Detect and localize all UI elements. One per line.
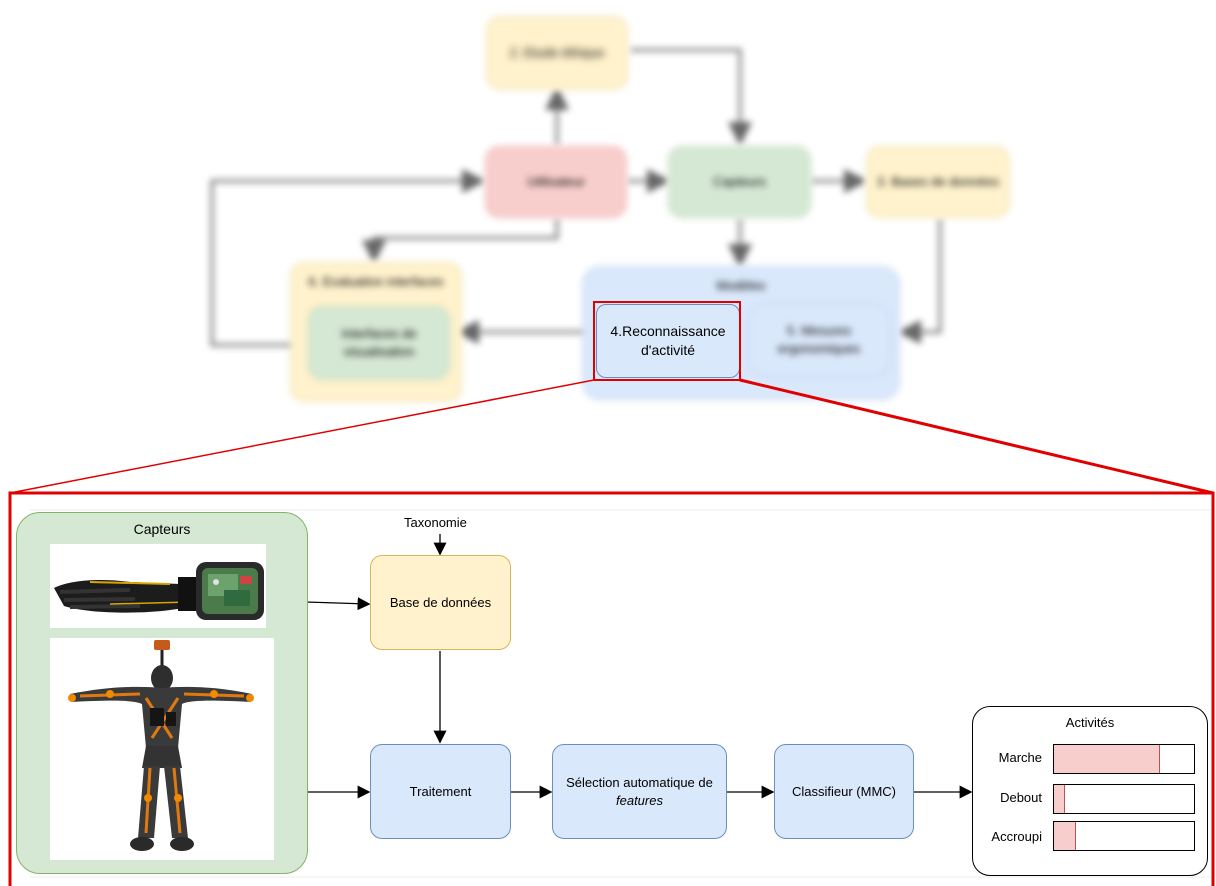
activity-fill-accroupi xyxy=(1054,822,1076,850)
interfaces-box: Interfaces de visualisation xyxy=(308,306,450,380)
zoom-line-right xyxy=(739,378,1214,495)
activity-recognition-box: 4.Reconnaissance d'activité xyxy=(596,304,740,378)
sensors-label: Capteurs xyxy=(713,174,766,190)
zoom-line-left xyxy=(9,379,595,494)
interface-eval-label: 6. Evaluation interfaces xyxy=(308,274,444,289)
feature-selection-box: Sélection automatique de features xyxy=(552,744,727,839)
classifier-box: Classifieur (MMC) xyxy=(774,744,914,839)
feature-selection-label: Sélection automatique de xyxy=(566,774,713,790)
glove-sensor-image xyxy=(50,544,266,628)
highlight-rect xyxy=(593,301,741,381)
processing-box: Traitement xyxy=(370,744,511,839)
models-label: Modèles xyxy=(716,278,766,293)
activity-fill-marche xyxy=(1054,745,1160,773)
processing-label: Traitement xyxy=(409,783,472,799)
zoom-frame xyxy=(8,491,1215,886)
glove-illustration xyxy=(54,562,264,620)
interfaces-label: Interfaces de visualisation xyxy=(341,326,417,359)
databases-box: 3. Bases de données xyxy=(866,146,1010,218)
ethics-study-label: 2. Etude éthique xyxy=(509,45,605,61)
user-label: Utilisateur xyxy=(527,174,585,190)
activity-label-accroupi: Accroupi xyxy=(991,829,1042,844)
suit-illustration xyxy=(68,640,254,851)
motion-capture-suit-image xyxy=(50,638,274,860)
activities-title: Activités xyxy=(1065,715,1115,730)
classifier-label: Classifieur (MMC) xyxy=(792,783,896,799)
database-label: Base de données xyxy=(389,594,492,610)
user-box: Utilisateur xyxy=(485,146,627,218)
sensors-box: Capteurs xyxy=(668,146,811,218)
activity-bar-marche xyxy=(1053,744,1195,774)
ethics-study-box: 2. Etude éthique xyxy=(486,16,628,90)
activity-fill-debout xyxy=(1054,785,1065,813)
arrow-sensors-to-db xyxy=(305,597,371,611)
databases-label: 3. Bases de données xyxy=(876,174,1000,190)
database-box: Base de données xyxy=(370,555,511,650)
activity-recognition-label: 4.Reconnaissance d'activité xyxy=(610,323,726,358)
ergonomic-box: 5. Mesures ergonomiques xyxy=(748,304,890,376)
sensors-group-title: Capteurs xyxy=(133,521,191,537)
taxonomy-label: Taxonomie xyxy=(404,515,467,530)
activity-bar-accroupi xyxy=(1053,821,1195,851)
ergonomic-label: 5. Mesures ergonomiques xyxy=(777,323,861,356)
feature-selection-emphasis: features xyxy=(616,792,663,808)
activity-bar-debout xyxy=(1053,784,1195,814)
activity-label-marche: Marche xyxy=(998,750,1042,765)
activity-label-debout: Debout xyxy=(1000,790,1042,805)
